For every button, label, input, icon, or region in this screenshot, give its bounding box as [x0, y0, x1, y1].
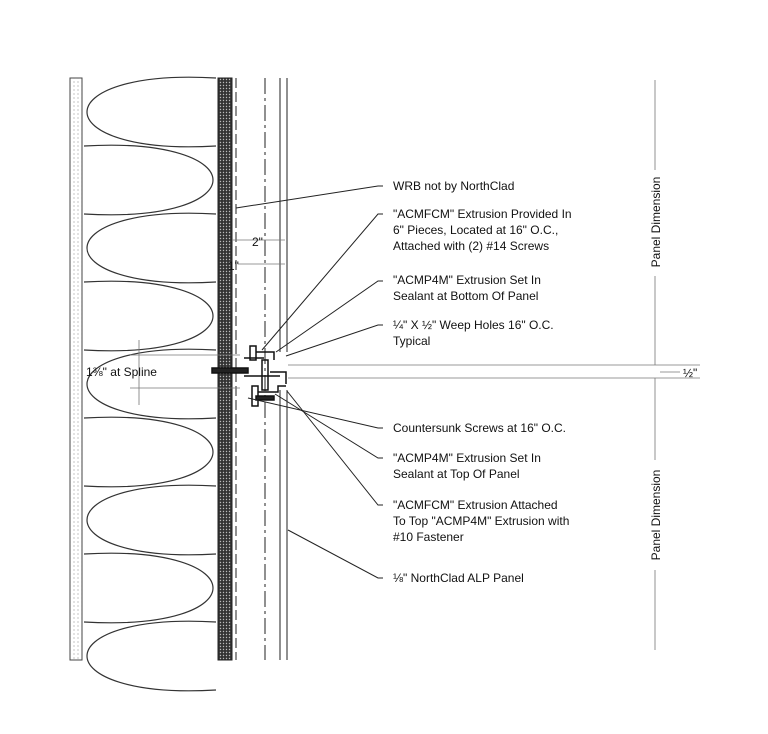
- insulation-loop: [86, 620, 217, 692]
- dim-1-inch: 1": [228, 259, 239, 273]
- insulation-loop: [86, 484, 217, 556]
- alp-panel-lower: [279, 390, 288, 660]
- label-wrb: WRB not by NorthClad: [393, 179, 514, 193]
- insulation-loop: [83, 416, 214, 488]
- alp-panel-upper: [279, 78, 288, 352]
- dim-half-inch: ½": [683, 366, 697, 380]
- dim-panel-lower: Panel Dimension: [649, 470, 663, 561]
- insulation-loop: [83, 144, 214, 216]
- label-weep-holes: ¼" X ½" Weep Holes 16" O.C.Typical: [393, 318, 554, 348]
- insulation-loop: [83, 552, 214, 624]
- dim-2-inch: 2": [252, 235, 263, 249]
- batt-insulation: [83, 76, 217, 692]
- dim-spline: 1⅜" at Spline: [86, 365, 157, 379]
- label-countersunk: Countersunk Screws at 16" O.C.: [393, 421, 566, 435]
- insulation-loop: [86, 76, 217, 148]
- dim-panel-upper: Panel Dimension: [649, 177, 663, 268]
- leader-lines: [235, 185, 383, 579]
- sheathing-layer: [69, 77, 83, 661]
- insulation-loop: [86, 348, 217, 420]
- label-panel: ⅛" NorthClad ALP Panel: [393, 571, 524, 585]
- insulation-loop: [83, 280, 214, 352]
- extrusion-assembly: [211, 345, 287, 407]
- insulation-loop: [86, 212, 217, 284]
